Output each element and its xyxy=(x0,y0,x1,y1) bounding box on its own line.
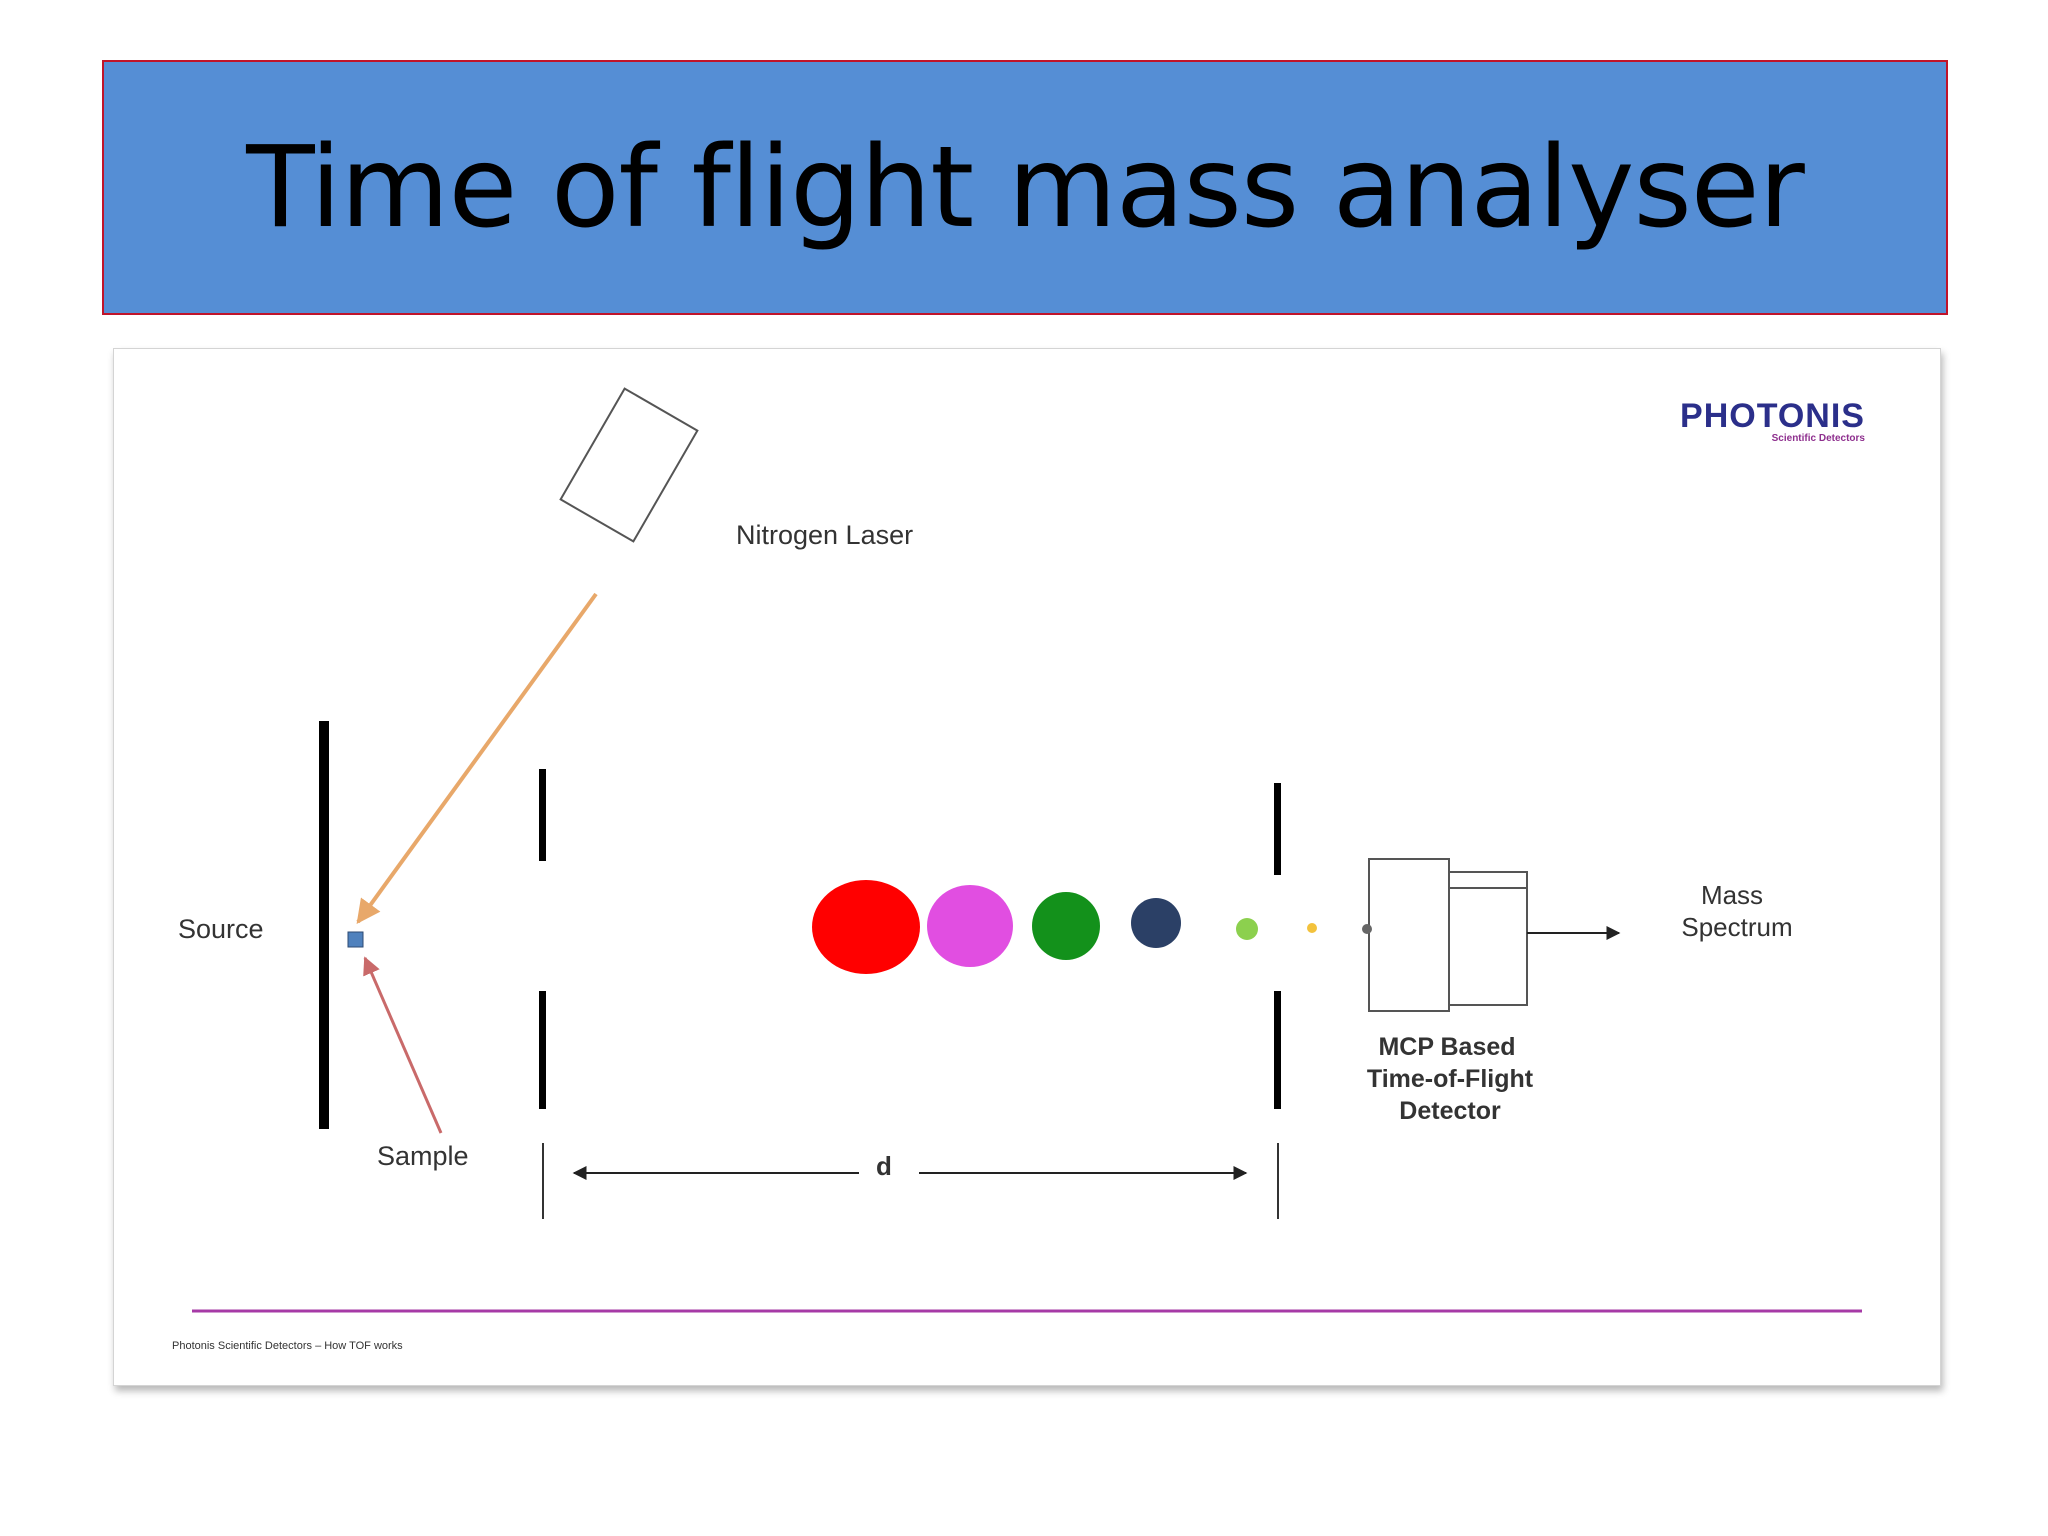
laser-label: Nitrogen Laser xyxy=(736,520,913,550)
diagram-frame: PHOTONIS Scientific Detectors Nitrogen L… xyxy=(113,348,1941,1386)
ion-yellow xyxy=(1307,923,1317,933)
ion-green xyxy=(1032,892,1100,960)
ion-light-green xyxy=(1236,918,1258,940)
source-label: Source xyxy=(178,914,264,944)
sample-marker xyxy=(347,931,364,948)
source-plate xyxy=(319,721,329,1129)
ion-magenta xyxy=(927,885,1013,967)
detector-label-line3: Detector xyxy=(1399,1097,1501,1125)
accel-grid-top xyxy=(539,769,546,861)
sample-arrow xyxy=(363,956,443,1134)
mcp-detector xyxy=(1362,858,1528,1012)
output-label-line2: Spectrum xyxy=(1681,912,1792,942)
tof-diagram: PHOTONIS Scientific Detectors Nitrogen L… xyxy=(172,387,1866,1352)
ion-navy xyxy=(1131,898,1181,948)
detector-label-line1: MCP Based xyxy=(1378,1033,1515,1061)
detector-grid-bottom xyxy=(1274,991,1281,1109)
nitrogen-laser xyxy=(559,387,699,543)
detector-label-line2: Time-of-Flight xyxy=(1367,1065,1534,1093)
detector-grid-top xyxy=(1274,783,1281,875)
brand-logo: PHOTONIS xyxy=(1680,397,1865,435)
slide-title: Time of flight mass analyser xyxy=(246,122,1804,253)
title-banner: Time of flight mass analyser xyxy=(102,60,1948,315)
laser-beam xyxy=(356,592,598,924)
output-label-line1: Mass xyxy=(1701,880,1763,910)
brand-tagline: Scientific Detectors xyxy=(1772,433,1866,444)
footer-caption: Photonis Scientific Detectors – How TOF … xyxy=(172,1340,403,1352)
ion-red xyxy=(812,880,920,974)
accel-grid-bottom xyxy=(539,991,546,1109)
sample-label: Sample xyxy=(377,1141,469,1171)
distance-label: d xyxy=(876,1151,892,1181)
